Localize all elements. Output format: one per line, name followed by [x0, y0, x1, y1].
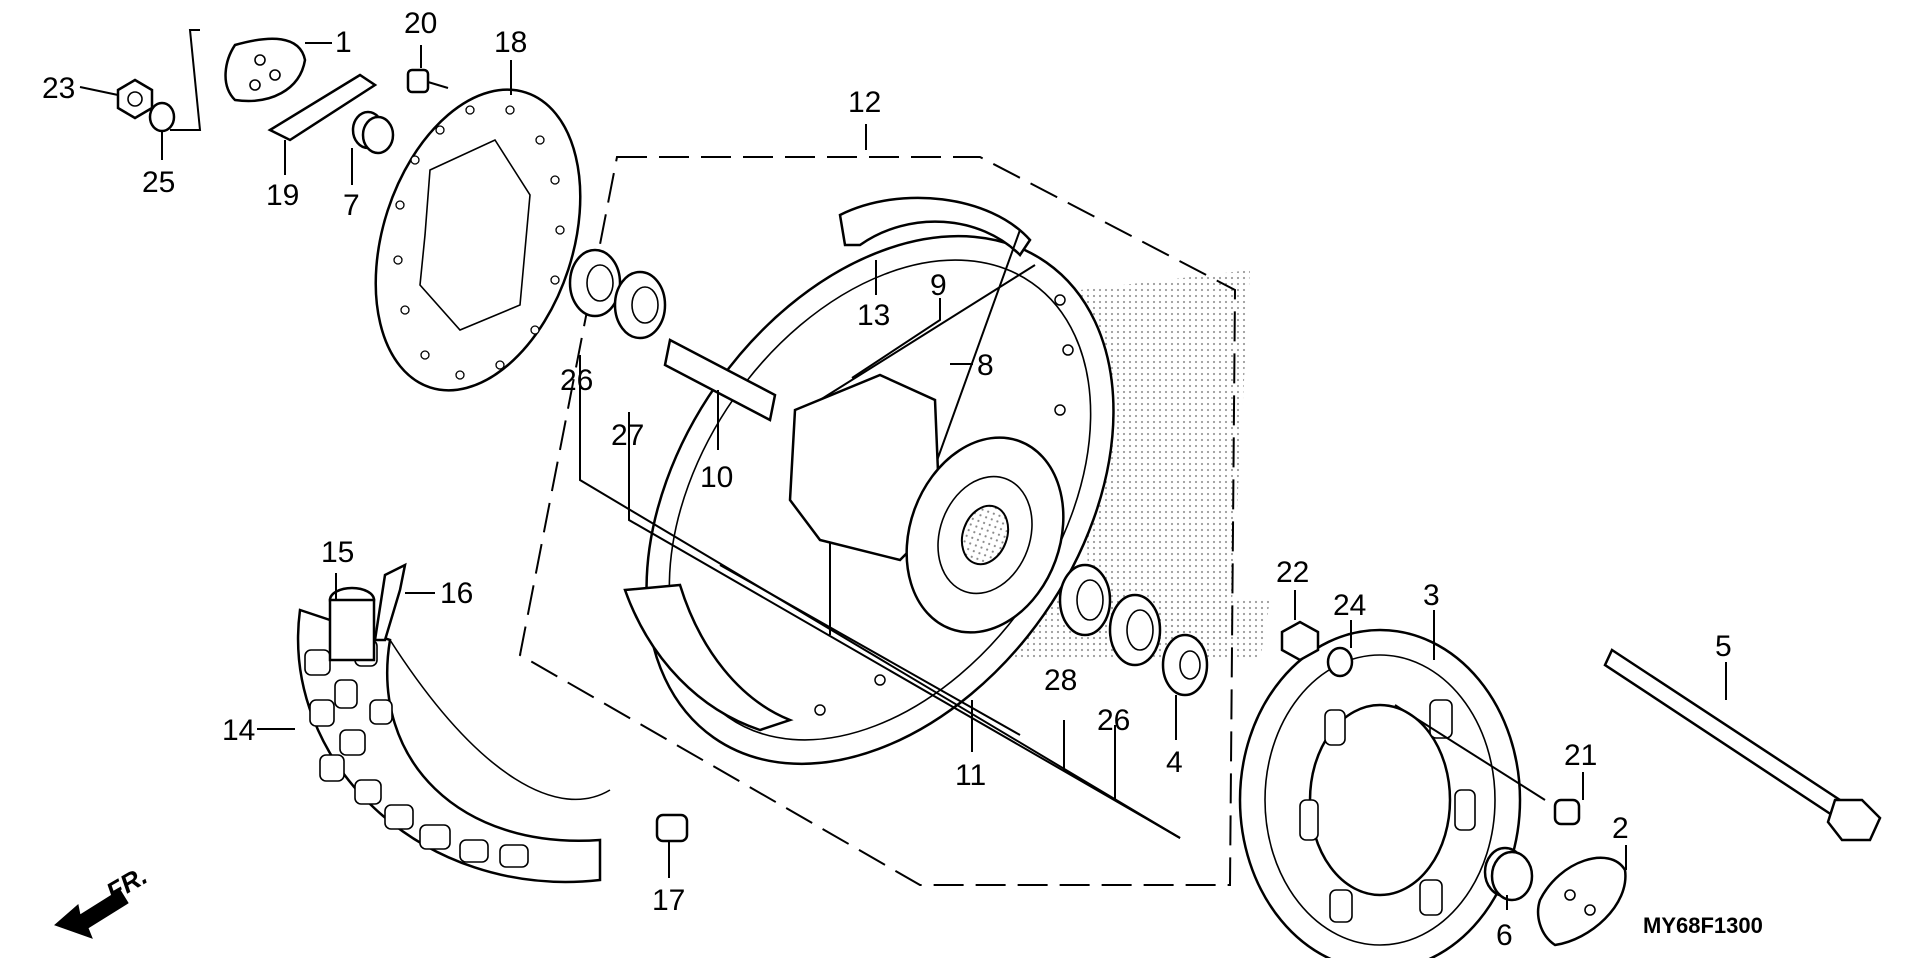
- part-label-17: 17: [652, 884, 685, 917]
- part-label-4: 4: [1166, 746, 1183, 779]
- rear-axle: [1603, 648, 1882, 842]
- bearing-left-inner: [613, 270, 667, 340]
- bearing-right-inner: [1058, 563, 1112, 637]
- front-direction-arrow: FR.: [54, 860, 152, 939]
- axle-nut: [116, 78, 154, 120]
- part-label-9: 9: [930, 269, 947, 302]
- axle-washer: [148, 101, 176, 133]
- part-label-10: 10: [700, 461, 733, 494]
- disc-bolt: [406, 68, 449, 94]
- brake-disc: [374, 88, 582, 392]
- sprocket-bolt: [1394, 704, 1581, 826]
- diagram-code: MY68F1300: [1643, 913, 1763, 938]
- part-label-25: 25: [142, 166, 175, 199]
- part-label-18: 18: [494, 26, 527, 59]
- bearing-left-outer: [568, 248, 622, 318]
- wheel-hub: [788, 373, 1065, 634]
- chain-adjuster-left: [224, 37, 307, 103]
- part-label-16: 16: [440, 577, 473, 610]
- part-label-6: 6: [1496, 919, 1513, 952]
- part-label-15: 15: [321, 536, 354, 569]
- part-label-13: 13: [857, 299, 890, 332]
- part-label-14: 14: [222, 714, 255, 747]
- dust-seal: [1161, 633, 1209, 697]
- adjuster-stopper: [267, 73, 378, 142]
- part-label-1: 1: [335, 26, 352, 59]
- part-label-2: 2: [1612, 812, 1629, 845]
- part-label-26b: 26: [1097, 704, 1130, 737]
- part-label-24: 24: [1333, 589, 1366, 622]
- leader-lines: [79, 29, 1727, 910]
- sprocket-nut: [1280, 620, 1320, 662]
- part-label-11: 11: [955, 759, 986, 792]
- part-label-5: 5: [1715, 630, 1732, 663]
- sprocket-washer: [1326, 646, 1354, 678]
- part-label-27: 27: [611, 419, 644, 452]
- part-label-21: 21: [1564, 739, 1597, 772]
- rear-tire: [297, 608, 611, 884]
- part-label-8: 8: [977, 349, 994, 382]
- rim-band-upper: [838, 196, 1032, 257]
- chain-adjuster-right: [1536, 856, 1627, 947]
- part-label-12: 12: [848, 86, 881, 119]
- part-label-19: 19: [266, 179, 299, 212]
- side-collar: [351, 110, 395, 155]
- right-side-collar: [1483, 846, 1534, 902]
- rim-band-lower: [623, 583, 794, 732]
- part-label-3: 3: [1423, 579, 1440, 612]
- valve-cap: [655, 813, 689, 843]
- part-label-28: 28: [1044, 664, 1077, 697]
- tube: [328, 562, 407, 662]
- bearing-right-outer: [1108, 593, 1162, 667]
- part-label-7: 7: [343, 189, 360, 222]
- part-label-26a: 26: [560, 364, 593, 397]
- driven-sprocket: [1238, 628, 1522, 958]
- part-label-20: 20: [404, 7, 437, 40]
- part-label-23: 23: [42, 72, 75, 105]
- distance-collar: [663, 338, 777, 422]
- assembly-outline: [518, 156, 1237, 886]
- part-label-22: 22: [1276, 556, 1309, 589]
